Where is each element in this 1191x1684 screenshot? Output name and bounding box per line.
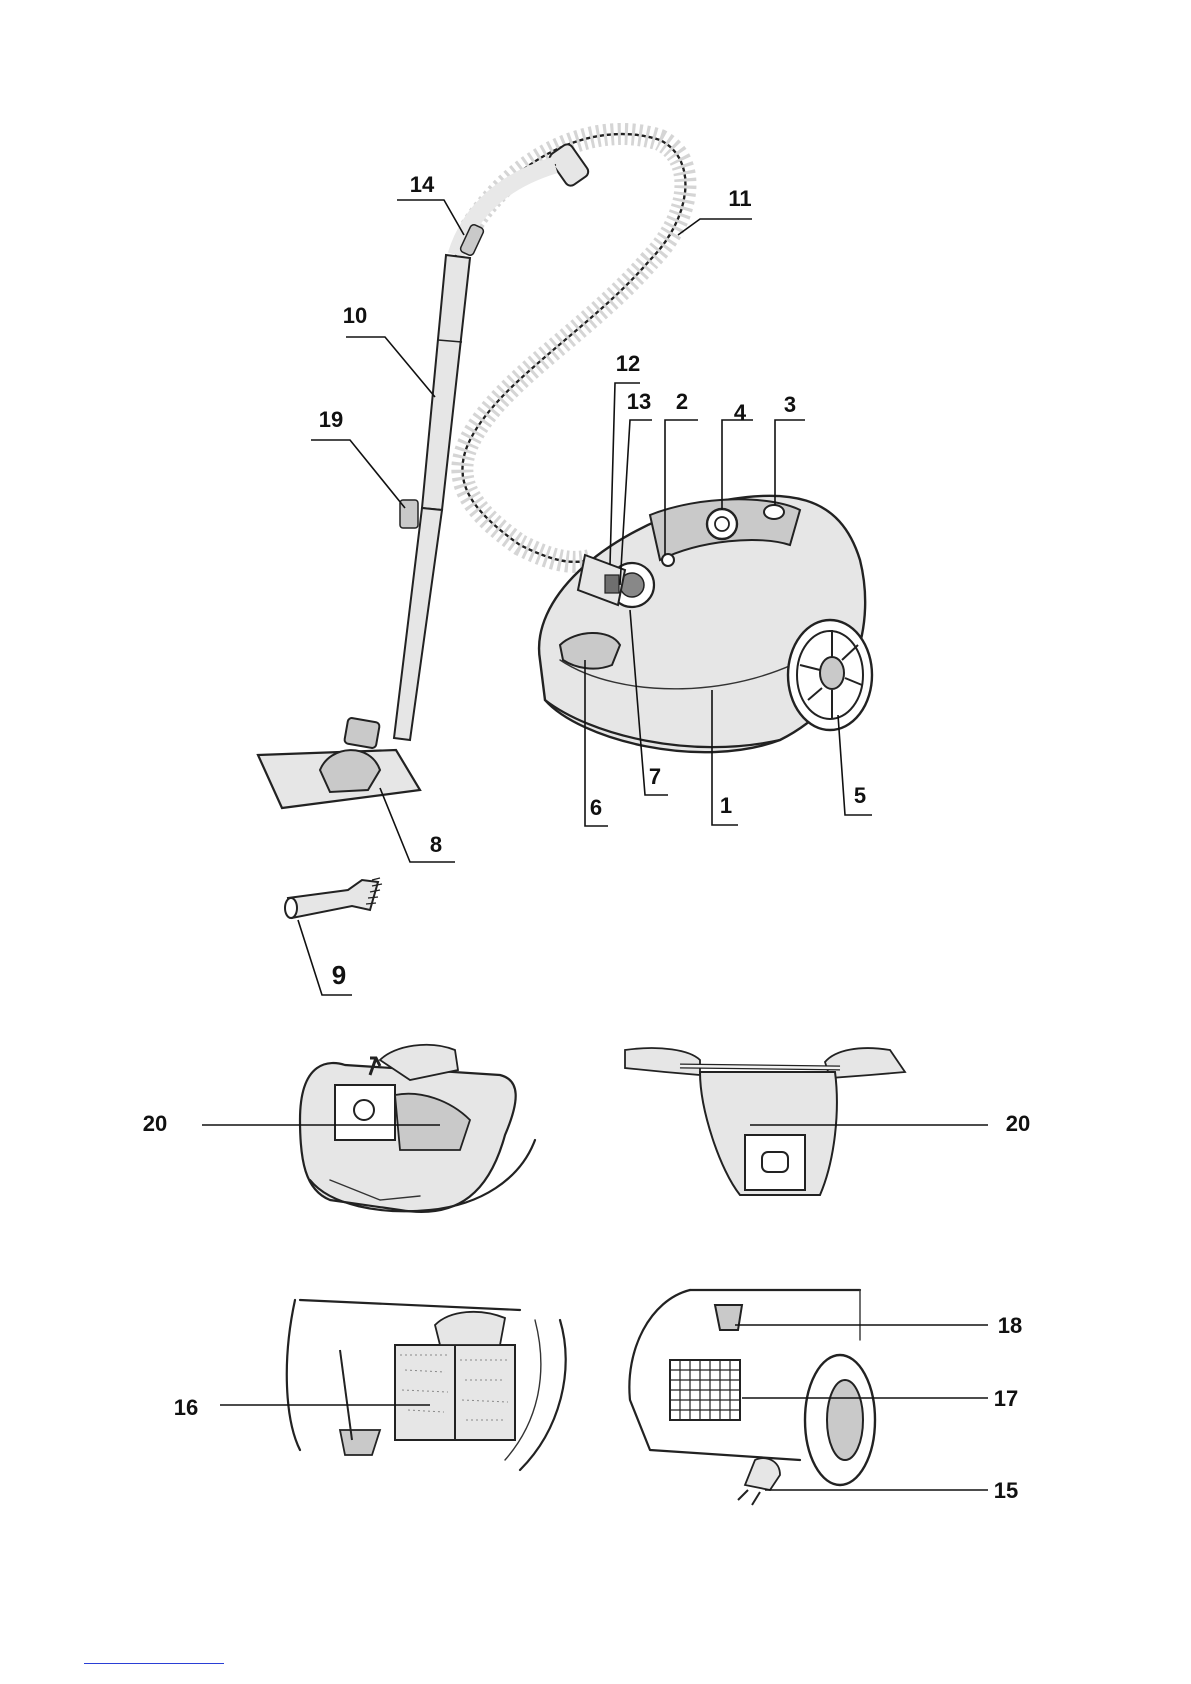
label-telescopic-tube: 10	[343, 303, 367, 328]
label-cord-rewind-button: 3	[784, 392, 796, 417]
indicator-drawing	[662, 554, 674, 566]
label-indicator: 2	[676, 389, 688, 414]
label-power-button: 4	[734, 400, 747, 425]
label-hose: 11	[728, 186, 751, 211]
label-outlet-filter: 17	[994, 1386, 1018, 1411]
vacuum-cleaner-illustration: 14 11 10 19 12 13 2 4 3 7 6 1 5 8 9	[258, 134, 872, 995]
bag-handling-panel: 20	[625, 1048, 1030, 1195]
label-motor-filter: 16	[174, 1395, 198, 1420]
wheel-drawing	[788, 620, 872, 730]
label-body: 1	[720, 793, 732, 818]
label-wheel: 5	[854, 783, 866, 808]
floor-nozzle-drawing	[258, 750, 420, 808]
power-button-drawing	[707, 509, 737, 539]
label-floor-nozzle: 8	[430, 832, 442, 857]
footer-link-underline[interactable]	[84, 1663, 224, 1664]
label-tube-lock: 19	[319, 407, 343, 432]
label-power-plug: 15	[994, 1478, 1018, 1503]
handle-grip-drawing	[456, 165, 555, 257]
label-crevice-brush: 9	[332, 960, 346, 990]
body-drawing	[539, 496, 872, 752]
label-hose-connector: 12	[616, 351, 640, 376]
label-handle: 6	[590, 795, 602, 820]
bag-removal-panel: 20	[143, 1045, 535, 1212]
label-outlet-filter-latch: 18	[998, 1313, 1022, 1338]
label-bag-right: 20	[1006, 1111, 1030, 1136]
label-handle-grip: 14	[410, 172, 435, 197]
outlet-filter-panel: 18 17 15	[629, 1290, 1022, 1505]
telescopic-tube-drawing	[344, 255, 470, 749]
label-bag-left: 20	[143, 1111, 167, 1136]
motor-filter-panel: 16	[174, 1300, 566, 1470]
crevice-brush-drawing	[285, 878, 382, 918]
cord-rewind-button-drawing	[764, 505, 784, 519]
label-hose-socket: 7	[649, 764, 661, 789]
label-release-button: 13	[627, 389, 651, 414]
